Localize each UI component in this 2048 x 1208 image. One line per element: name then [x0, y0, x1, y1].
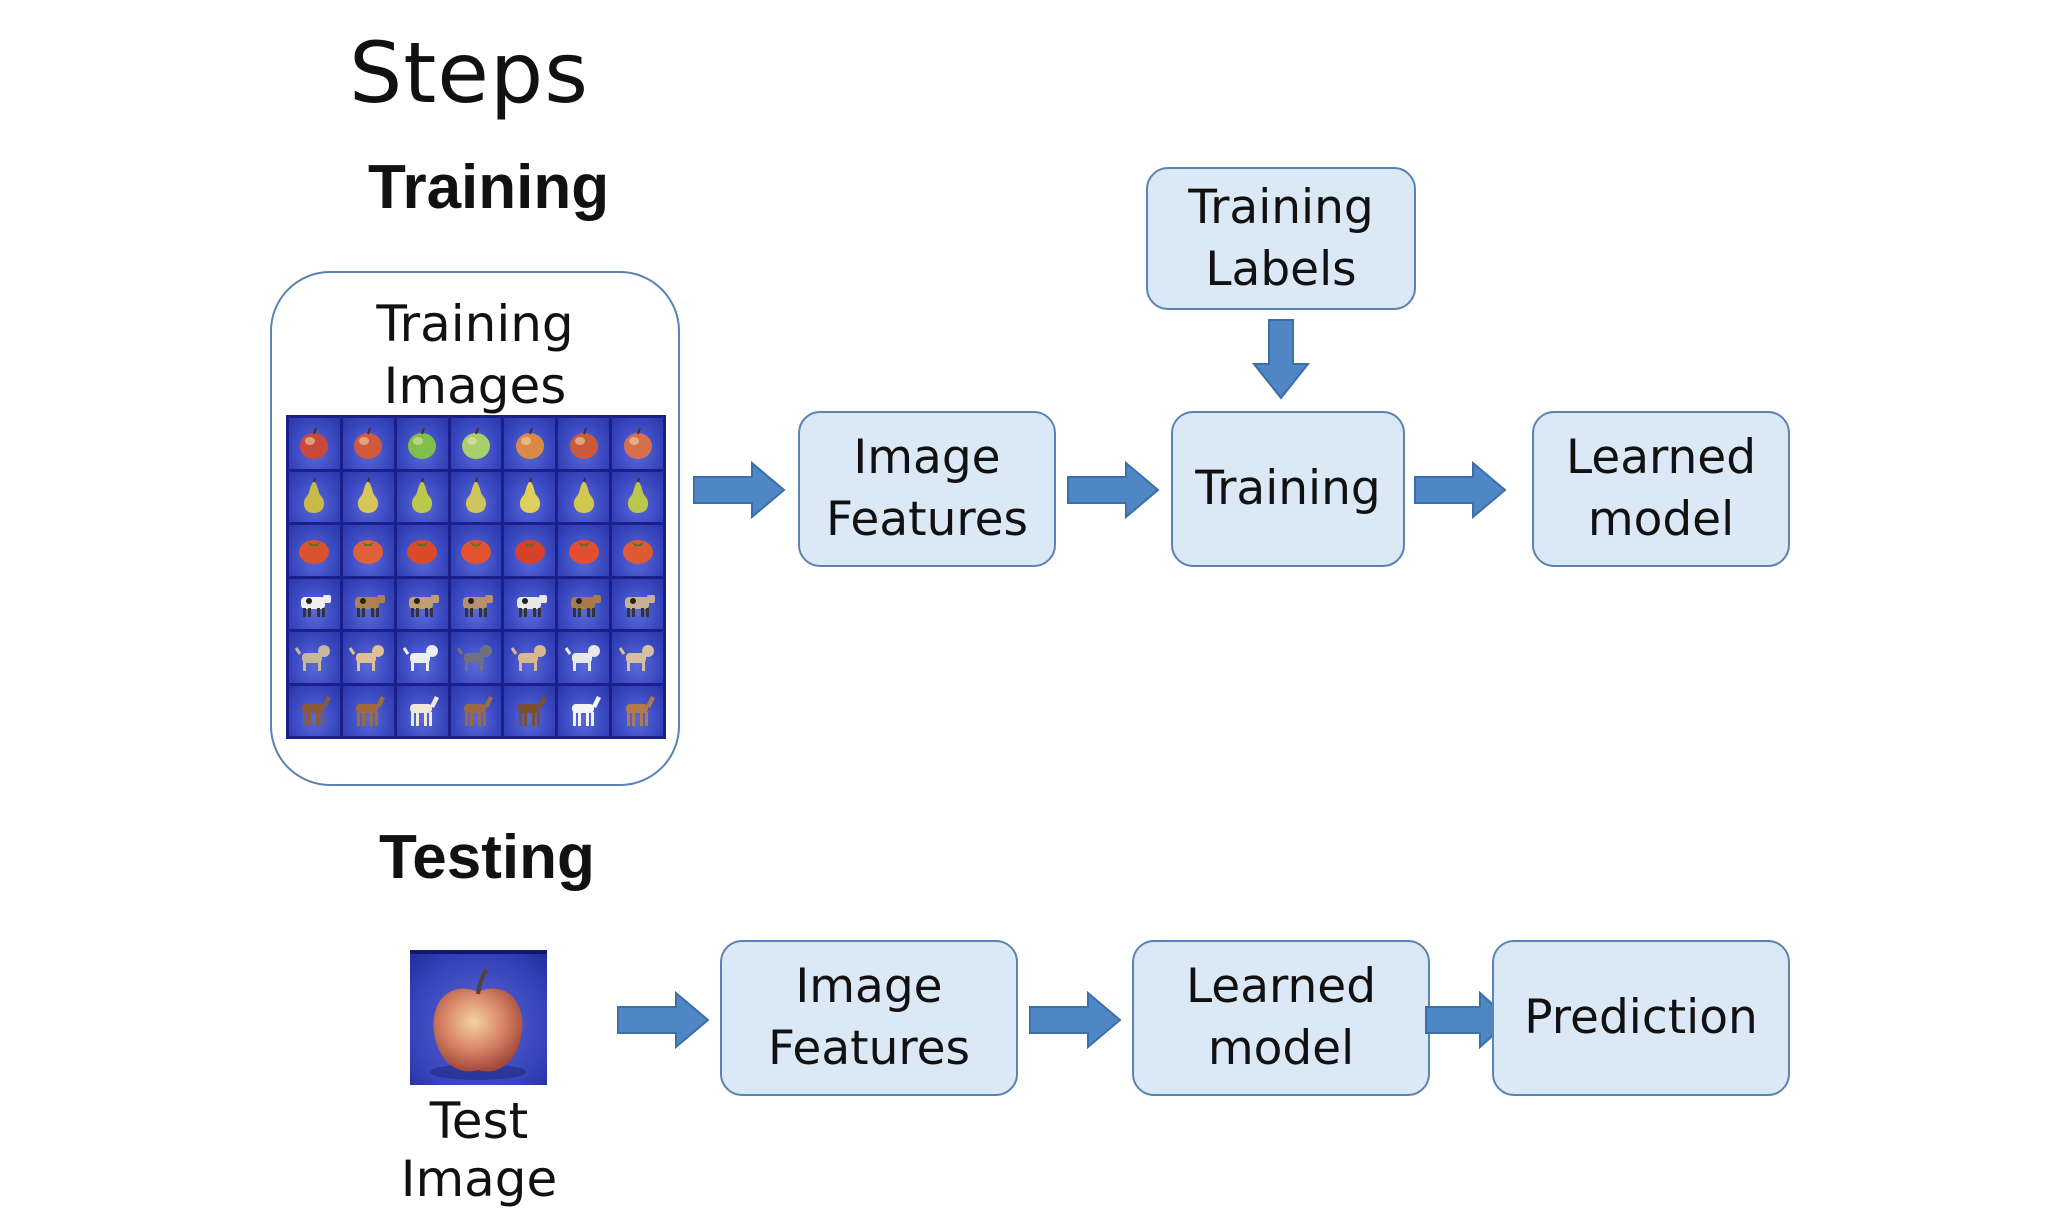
- cow-thumbnail: [612, 578, 663, 629]
- horse-thumbnail: [504, 685, 556, 736]
- horse-thumbnail: [450, 685, 502, 736]
- apple-thumbnail: [342, 418, 394, 469]
- apple-thumbnail: [612, 418, 663, 469]
- apple-thumbnail: [504, 418, 556, 469]
- arrow-images-to-features: [693, 460, 786, 520]
- apple-icon: [430, 968, 526, 1080]
- pear-thumbnail: [504, 471, 556, 522]
- slide-title: Steps: [349, 24, 590, 122]
- horse-thumbnail: [558, 685, 610, 736]
- tomato-thumbnail: [289, 525, 340, 576]
- pear-thumbnail: [342, 471, 394, 522]
- apple-thumbnail: [450, 418, 502, 469]
- test-image: [410, 950, 547, 1085]
- horse-thumbnail: [396, 685, 448, 736]
- prediction-box: Prediction: [1492, 940, 1790, 1096]
- dog-thumbnail: [289, 632, 340, 683]
- training-step-box: Training: [1171, 411, 1405, 567]
- dog-thumbnail: [558, 632, 610, 683]
- tomato-thumbnail: [504, 525, 556, 576]
- training-images-label: Training Images: [376, 295, 574, 415]
- pear-thumbnail: [558, 471, 610, 522]
- training-images-box: Training Images: [270, 271, 680, 786]
- dog-thumbnail: [612, 632, 663, 683]
- tomato-thumbnail: [342, 525, 394, 576]
- apple-thumbnail: [558, 418, 610, 469]
- testing-heading: Testing: [379, 823, 595, 892]
- cow-thumbnail: [450, 578, 502, 629]
- dog-thumbnail: [504, 632, 556, 683]
- pear-thumbnail: [396, 471, 448, 522]
- tomato-thumbnail: [612, 525, 663, 576]
- apple-thumbnail: [396, 418, 448, 469]
- pear-thumbnail: [450, 471, 502, 522]
- pear-thumbnail: [289, 471, 340, 522]
- test-image-label: Test Image: [400, 1092, 558, 1208]
- cow-thumbnail: [558, 578, 610, 629]
- horse-thumbnail: [612, 685, 663, 736]
- tomato-thumbnail: [450, 525, 502, 576]
- arrow-training-to-model: [1414, 460, 1507, 520]
- cow-thumbnail: [342, 578, 394, 629]
- dog-thumbnail: [342, 632, 394, 683]
- arrow-features-to-training: [1067, 460, 1160, 520]
- tomato-thumbnail: [558, 525, 610, 576]
- cow-thumbnail: [289, 578, 340, 629]
- training-heading: Training: [368, 153, 610, 222]
- training-images-grid: [286, 415, 666, 739]
- apple-thumbnail: [289, 418, 340, 469]
- cow-thumbnail: [504, 578, 556, 629]
- pear-thumbnail: [612, 471, 663, 522]
- arrow-features-to-model: [1029, 990, 1122, 1050]
- arrow-labels-to-training: [1251, 319, 1311, 400]
- dog-thumbnail: [450, 632, 502, 683]
- horse-thumbnail: [342, 685, 394, 736]
- tomato-thumbnail: [396, 525, 448, 576]
- dog-thumbnail: [396, 632, 448, 683]
- horse-thumbnail: [289, 685, 340, 736]
- cow-thumbnail: [396, 578, 448, 629]
- arrow-testimage-to-features: [617, 990, 710, 1050]
